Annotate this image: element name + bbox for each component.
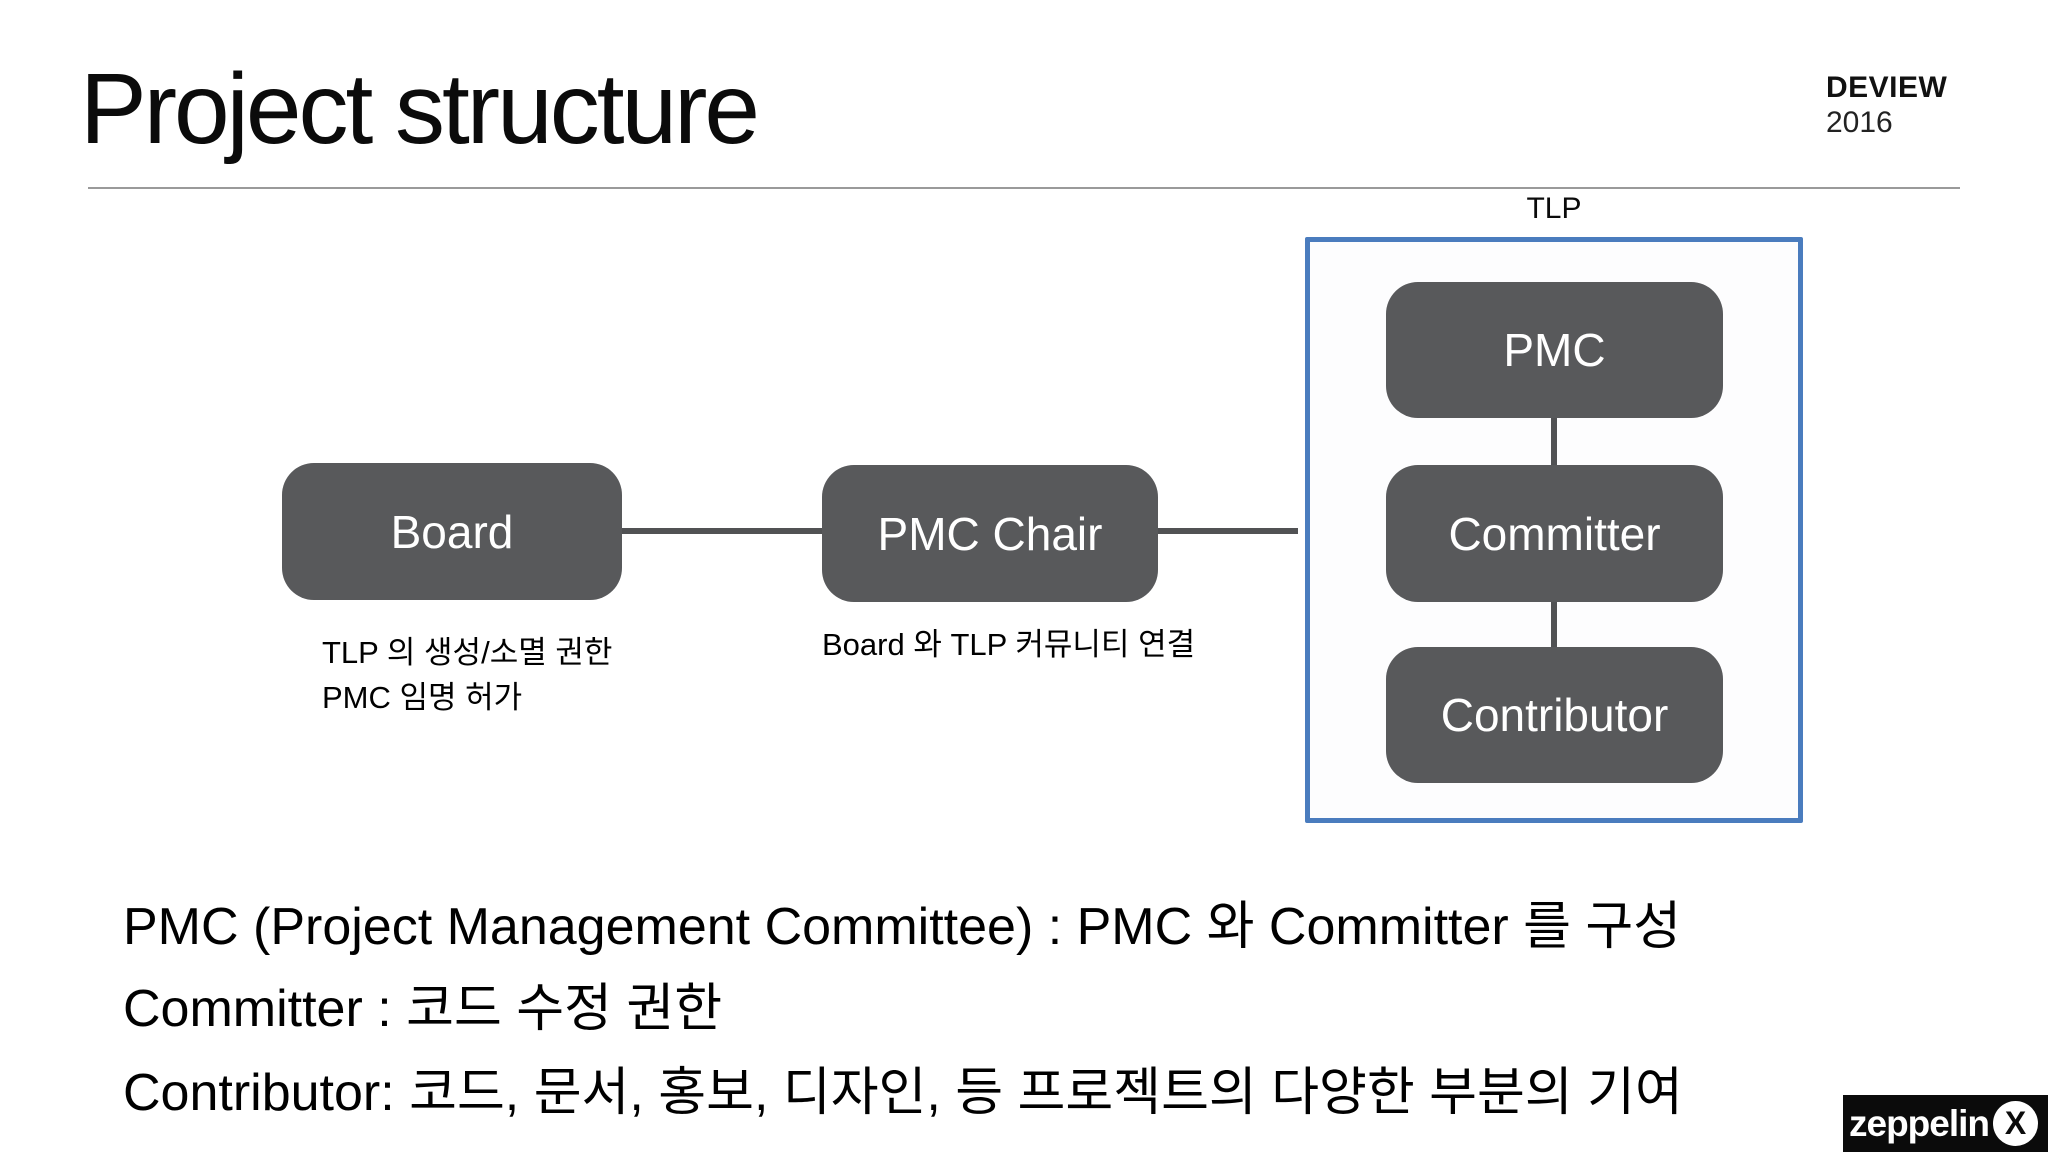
page-title: Project structure xyxy=(80,53,760,165)
title-divider xyxy=(88,187,1960,189)
note-contributor-definition: Contributor: 코드, 문서, 홍보, 디자인, 등 프로젝트의 다양… xyxy=(123,1064,1683,1122)
zeppelin-logo: zeppelin X xyxy=(1843,1095,2048,1152)
connector-board-pmcchair xyxy=(622,528,822,534)
board-caption-line2: PMC 임명 허가 xyxy=(322,680,523,715)
node-board-label: Board xyxy=(390,505,514,558)
tlp-group-label: TLP xyxy=(1526,192,1582,225)
connector-pmcchair-tlp xyxy=(1158,528,1298,534)
connector-committer-contributor xyxy=(1551,602,1557,647)
node-pmc-label: PMC xyxy=(1503,324,1606,376)
node-board: Board xyxy=(282,463,622,600)
node-pmc-chair: PMC Chair xyxy=(822,465,1158,602)
node-pmc-chair-label: PMC Chair xyxy=(877,507,1103,560)
brand-logo: DEVIEW 2016 xyxy=(1826,70,2006,141)
note-pmc-definition: PMC (Project Management Committee) : PMC… xyxy=(123,898,1682,956)
node-contributor-label: Contributor xyxy=(1440,689,1669,741)
board-caption: TLP 의 생성/소멸 권한 PMC 임명 허가 xyxy=(322,630,612,720)
node-committer-label: Committer xyxy=(1448,507,1661,560)
zeppelin-logo-text: zeppelin xyxy=(1849,1102,1990,1144)
brand-name: DEVIEW xyxy=(1826,71,1948,104)
brand-year: 2016 xyxy=(1826,106,1893,140)
zeppelin-x-icon: X xyxy=(1993,1101,2039,1146)
node-contributor: Contributor xyxy=(1386,647,1723,783)
board-caption-line1: TLP 의 생성/소멸 권한 xyxy=(322,635,613,670)
zeppelin-x-glyph: X xyxy=(2004,1105,2027,1141)
connector-pmc-committer xyxy=(1551,418,1557,465)
pmc-chair-caption: Board 와 TLP 커뮤니티 연결 xyxy=(822,627,1196,662)
note-committer-definition: Committer : 코드 수정 권한 xyxy=(123,980,723,1038)
node-committer: Committer xyxy=(1386,465,1723,602)
node-pmc: PMC xyxy=(1386,282,1723,418)
